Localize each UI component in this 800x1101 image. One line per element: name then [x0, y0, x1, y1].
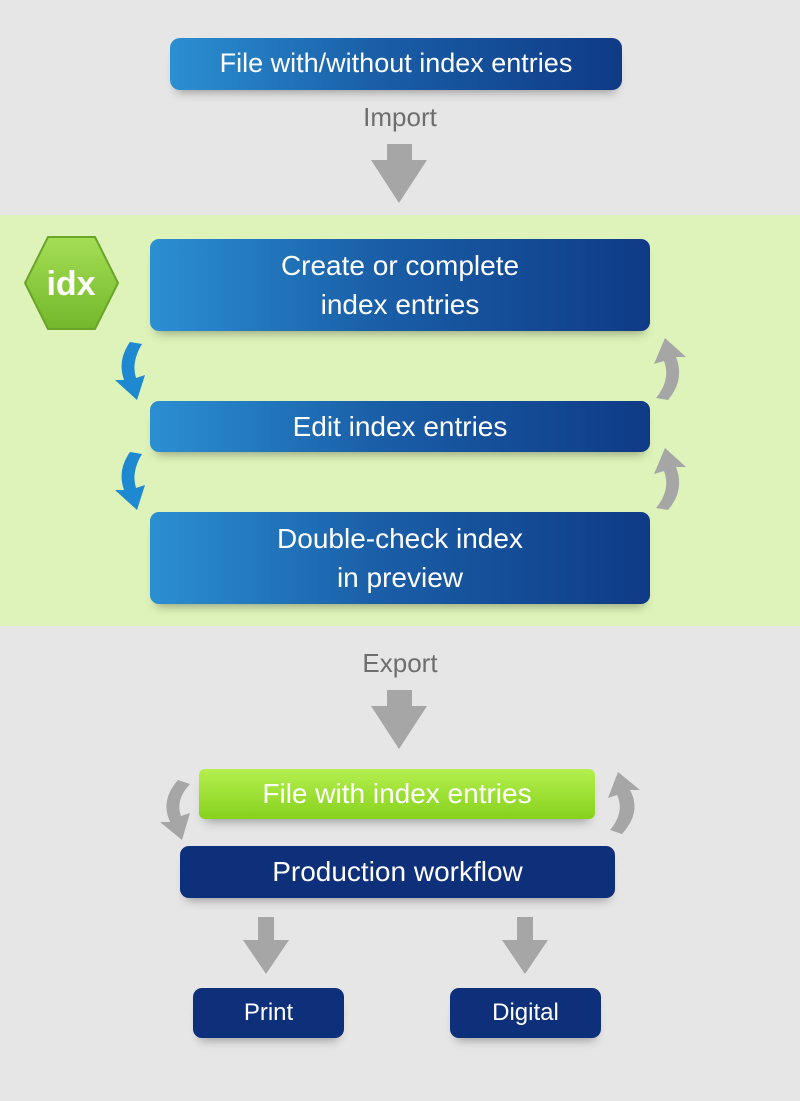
print-label: Print — [243, 999, 294, 1027]
print-box: Print — [193, 988, 344, 1038]
create-entries-box: Create or complete index entries — [150, 239, 650, 331]
curved-up-arrow-icon — [654, 338, 686, 400]
curved-up-arrow-icon — [608, 772, 640, 834]
curved-down-arrow-icon — [115, 452, 145, 510]
export-label: Export — [362, 648, 438, 678]
digital-box: Digital — [450, 988, 601, 1038]
edit-entries-label: Edit index entries — [292, 410, 508, 442]
digital-label: Digital — [492, 999, 559, 1027]
create-entries-line-1: Create or complete — [280, 249, 520, 281]
curved-down-arrow-icon — [115, 342, 145, 400]
down-arrow-icon — [243, 917, 289, 974]
idx-logo-text: idx — [46, 265, 95, 303]
down-arrow-icon — [371, 144, 427, 203]
production-workflow-box: Production workflow — [180, 846, 615, 898]
edit-entries-box: Edit index entries — [150, 401, 650, 452]
double-check-line-2: in preview — [336, 562, 464, 593]
result-file-label: File with index entries — [262, 778, 532, 810]
create-entries-line-2: index entries — [320, 289, 480, 320]
curved-down-arrow-icon — [160, 780, 190, 840]
result-file-box: File with index entries — [199, 769, 595, 819]
production-workflow-label: Production workflow — [272, 856, 523, 888]
source-file-label: File with/without index entries — [219, 48, 573, 79]
curved-up-arrow-icon — [654, 448, 686, 510]
double-check-line-1: Double-check index — [277, 522, 523, 554]
idx-logo: idx — [23, 236, 120, 330]
down-arrow-icon — [371, 690, 427, 749]
double-check-box: Double-check index in preview — [150, 512, 650, 604]
import-label: Import — [363, 102, 437, 132]
source-file-box: File with/without index entries — [170, 38, 622, 90]
down-arrow-icon — [502, 917, 548, 974]
